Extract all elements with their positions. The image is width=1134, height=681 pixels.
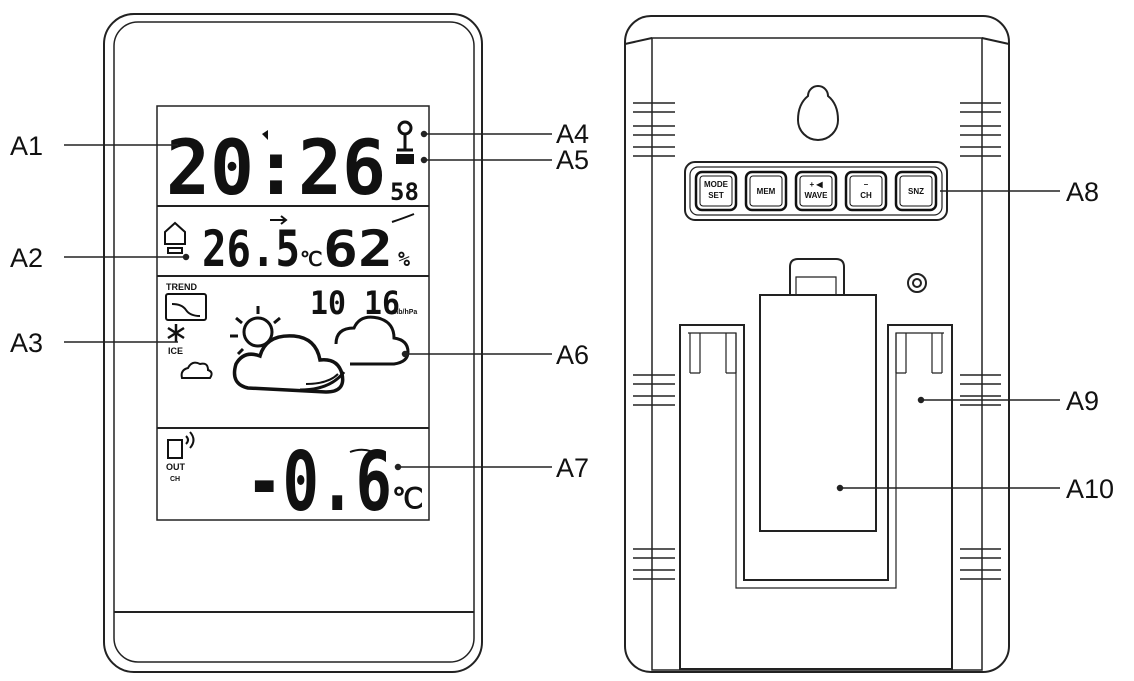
snowflake-icon	[167, 324, 185, 342]
back-housing-outer	[624, 15, 1010, 673]
back-button-mode-set[interactable]: MODE SET	[694, 170, 738, 212]
callout-a10: A10	[1066, 474, 1114, 504]
outdoor-channel: CH	[170, 476, 180, 483]
indoor-house-icon	[164, 221, 186, 254]
back-button-label: MEM	[757, 187, 776, 196]
trend-label: TREND	[166, 282, 197, 292]
back-button-label: CH	[860, 191, 872, 200]
outdoor-sensor-icon	[167, 431, 195, 459]
battery-cover-tab	[789, 258, 845, 295]
pressure-value: 10 16	[310, 284, 400, 322]
callout-a4: A4	[556, 119, 589, 149]
indoor-humidity: 62	[323, 220, 393, 278]
back-button-label: WAVE	[805, 191, 829, 200]
pressure-trend-icon	[165, 293, 207, 321]
temp-trend-arrow-icon	[270, 215, 288, 225]
back-button-label: MODE	[704, 180, 729, 189]
callout-a2: A2	[10, 243, 43, 273]
indoor-temperature: 26.5	[202, 220, 300, 278]
right-vents	[960, 102, 1001, 580]
outdoor-label: OUT	[166, 462, 186, 472]
stand-right-clip	[895, 333, 943, 374]
outdoor-temp-unit: ℃	[392, 482, 423, 515]
back-button-label: SNZ	[908, 187, 924, 196]
humidity-unit: %	[398, 247, 410, 271]
alarm-sound-icon	[262, 130, 268, 140]
ice-label: ICE	[168, 346, 183, 356]
outdoor-trend-arrow-icon	[349, 448, 381, 457]
stand-left-clip	[689, 333, 737, 374]
left-vents	[633, 102, 675, 580]
clock-time: 20:26	[166, 123, 386, 212]
callout-a8: A8	[1066, 177, 1099, 207]
callout-a7: A7	[556, 453, 589, 483]
callout-a1: A1	[10, 131, 43, 161]
lcd-display	[156, 105, 430, 521]
back-button-mem[interactable]: MEM	[744, 170, 788, 212]
callout-lines	[64, 130, 1060, 492]
back-button-label: SET	[708, 191, 724, 200]
front-housing-outer	[103, 13, 483, 673]
pressure-unit: mb/hPa	[392, 309, 417, 316]
screw-hole	[907, 273, 927, 293]
battery-cover	[759, 294, 877, 532]
back-unit	[624, 15, 1010, 673]
callout-a6: A6	[556, 340, 589, 370]
callout-a9: A9	[1066, 386, 1099, 416]
back-button-wave[interactable]: + ◀ WAVE	[794, 170, 838, 212]
outdoor-temperature: -0.6	[246, 435, 392, 530]
callout-a3: A3	[10, 328, 43, 358]
back-button-snz[interactable]: SNZ	[894, 170, 938, 212]
back-button-ch[interactable]: – CH	[844, 170, 888, 212]
small-cloud-icon	[180, 361, 213, 379]
front-unit	[103, 13, 483, 673]
back-button-label: + ◀	[809, 180, 823, 189]
back-button-label: –	[864, 180, 869, 189]
radio-signal-icon	[397, 120, 413, 152]
humidity-trend-arrow-icon	[391, 213, 415, 223]
stand-inner	[688, 332, 944, 589]
clock-seconds: 58	[390, 178, 419, 206]
alarm-icon	[396, 154, 414, 164]
indoor-temp-unit: ℃	[300, 247, 322, 271]
stand-outer	[679, 324, 953, 670]
callout-a5: A5	[556, 145, 589, 175]
back-buttons: MODE SET MEM + ◀ WAVE – CH SNZ	[694, 170, 938, 212]
wall-hanger-keyhole	[796, 85, 840, 141]
